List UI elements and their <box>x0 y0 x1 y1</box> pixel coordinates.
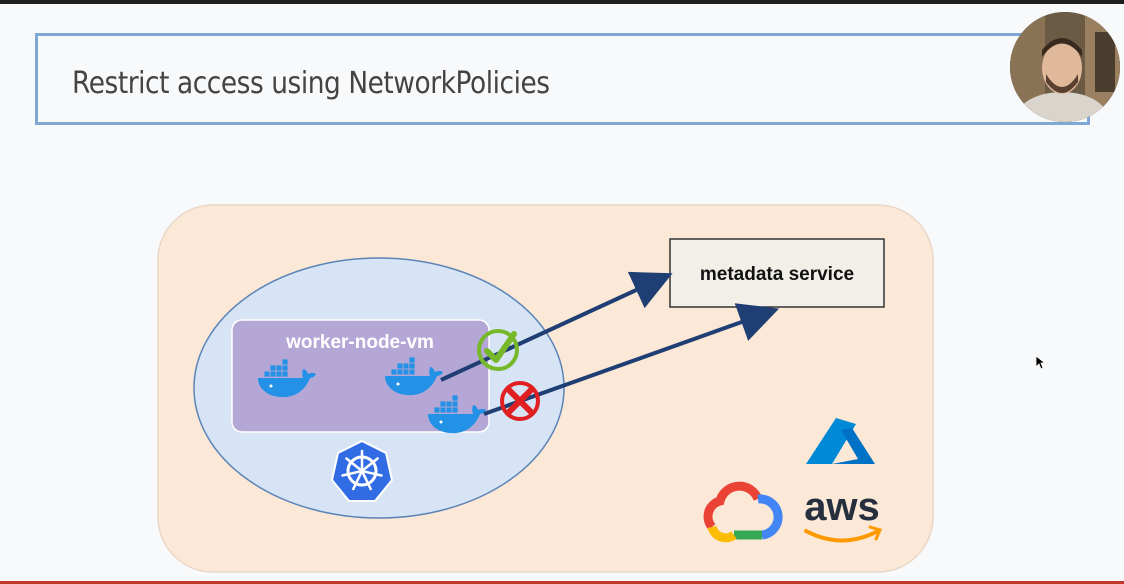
presentation-slide: Restrict access using NetworkPolicies wo… <box>0 4 1124 581</box>
allowed-connection-arrow <box>440 271 673 382</box>
metadata-service-label: metadata service <box>700 264 854 285</box>
kubernetes-logo <box>330 439 394 502</box>
svg-text:aws: aws <box>804 485 880 529</box>
worker-node-vm-box <box>231 319 490 433</box>
docker-icon <box>428 394 486 434</box>
docker-icon <box>385 356 443 396</box>
check-icon <box>477 329 519 371</box>
network-diagram: worker-node-vm <box>157 204 934 573</box>
blocked-icon <box>500 381 540 421</box>
title-frame <box>35 33 1090 125</box>
mouse-cursor-icon <box>1036 356 1046 370</box>
metadata-service-box <box>669 238 885 308</box>
slide-title: Restrict access using NetworkPolicies <box>72 66 550 101</box>
presenter-webcam <box>1010 12 1120 122</box>
aws-logo: aws <box>804 485 883 543</box>
blocked-connection-arrow <box>483 303 780 416</box>
azure-logo <box>806 418 875 464</box>
docker-icon <box>258 358 316 398</box>
google-cloud-logo <box>703 481 783 543</box>
worker-node-vm-label: worker-node-vm <box>285 332 434 353</box>
progress-bar <box>0 581 1124 584</box>
